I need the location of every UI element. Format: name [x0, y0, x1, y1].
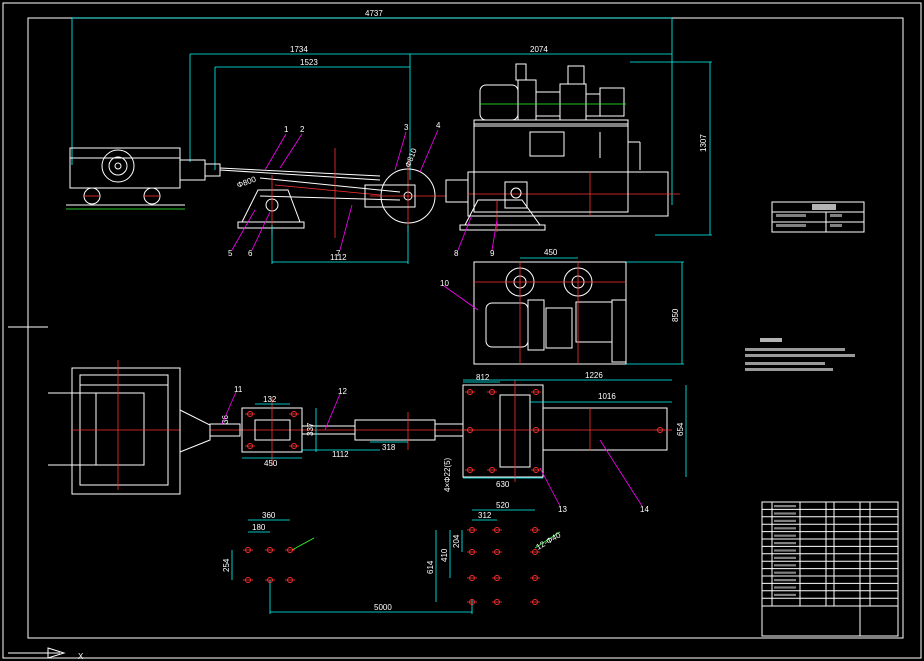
- dim-rope-dia: Φ800: [236, 174, 258, 189]
- balloon-6: 6: [248, 249, 253, 258]
- tech-parameter-table: [771, 201, 865, 233]
- title-block-entry: [774, 556, 796, 559]
- side-elevation-view: 1112 Φ810 Φ800 1 2 3 4 5 6 7 8 9: [66, 63, 680, 264]
- elevation-leaders: 1 2 3 4 5 6 7 8 9: [228, 121, 498, 258]
- balloon-4: 4: [436, 121, 441, 130]
- dim-plan-318: 318: [382, 443, 396, 452]
- dim-fnd-520: 520: [496, 501, 510, 510]
- title-block-entry: [774, 593, 796, 596]
- dim-plan-1016: 1016: [598, 392, 616, 401]
- winch-trolley: [66, 147, 221, 210]
- dim-fnd-312: 312: [478, 511, 492, 520]
- dim-height-right: 1307: [699, 134, 708, 152]
- hydraulic-power-unit: [473, 63, 641, 213]
- title-block-entry: [774, 527, 796, 530]
- technical-notes: [745, 338, 855, 371]
- dim-fnd-360: 360: [262, 511, 276, 520]
- top-dimensions: 4737 1734 2074 1523 1307: [71, 9, 712, 236]
- dim-fnd-254: 254: [222, 558, 231, 572]
- axis-label: X: [78, 652, 84, 661]
- dim-plan-1226: 1226: [585, 371, 603, 380]
- plan-view: 1226 1016 654 812 630 132 450 337 1112 3…: [48, 360, 687, 514]
- dim-fnd-180: 180: [252, 523, 266, 532]
- dim-plan-630: 630: [496, 480, 510, 489]
- balloon-12: 12: [338, 387, 347, 396]
- dim-left-span: 1734: [290, 45, 308, 54]
- title-block-entry: [774, 519, 796, 522]
- dim-plan-654: 654: [676, 422, 685, 436]
- balloon-14: 14: [640, 505, 649, 514]
- dim-top-view-width: 450: [544, 248, 558, 257]
- balloon-1: 1: [284, 125, 289, 134]
- dim-fnd-5000: 5000: [374, 603, 392, 612]
- title-block-entry: [774, 549, 796, 552]
- title-block-entry: [774, 564, 796, 567]
- foundation-left: 360 180 254 5000: [222, 511, 473, 614]
- ucs-axis-icon: X: [8, 647, 84, 661]
- balloon-9: 9: [490, 249, 495, 258]
- dim-base-width: 1112: [330, 253, 347, 262]
- title-block-entry: [774, 586, 796, 589]
- balloon-2: 2: [300, 125, 305, 134]
- dim-right-span: 2074: [530, 45, 548, 54]
- balloon-10: 10: [440, 279, 449, 288]
- title-block-entry: [774, 579, 796, 582]
- cylinder-base: [459, 181, 546, 232]
- foundation-holes: [243, 389, 665, 605]
- title-block-entry: [774, 542, 796, 545]
- dim-top-view-height: 850: [671, 308, 680, 322]
- balloon-5: 5: [228, 249, 233, 258]
- dim-fnd-614: 614: [426, 560, 435, 574]
- balloon-13: 13: [558, 505, 567, 514]
- dim-fnd-204: 204: [452, 534, 461, 548]
- balloon-8: 8: [454, 249, 459, 258]
- dim-fnd-410: 410: [440, 548, 449, 562]
- dim-plan-small: 36: [221, 415, 230, 424]
- title-block-entry: [774, 505, 796, 508]
- title-block-entry: [774, 534, 796, 537]
- power-unit-top-view: 450 850 10: [440, 248, 684, 365]
- dim-inner-span: 1523: [300, 58, 318, 67]
- balloon-7: 7: [336, 249, 341, 258]
- balloon-3: 3: [404, 123, 409, 132]
- title-block-entry: [774, 571, 796, 574]
- dim-plan-132: 132: [263, 395, 277, 404]
- dim-fnd-hole: 12-Φ40: [535, 530, 563, 551]
- balloon-11: 11: [234, 385, 243, 394]
- sheave-wheel: [364, 160, 446, 232]
- dim-overall-length: 4737: [365, 9, 383, 18]
- dim-plan-hole-dia: 4×Φ22(5): [443, 457, 452, 492]
- title-block-entry: [774, 512, 796, 515]
- dim-sheave-dia: Φ810: [403, 147, 418, 169]
- dim-plan-812: 812: [476, 373, 490, 382]
- title-block: [761, 501, 899, 637]
- dim-plan-450: 450: [264, 459, 278, 468]
- dim-plan-337: 337: [306, 422, 315, 436]
- dim-plan-1112: 1112: [332, 450, 349, 459]
- rope-line: [219, 169, 381, 181]
